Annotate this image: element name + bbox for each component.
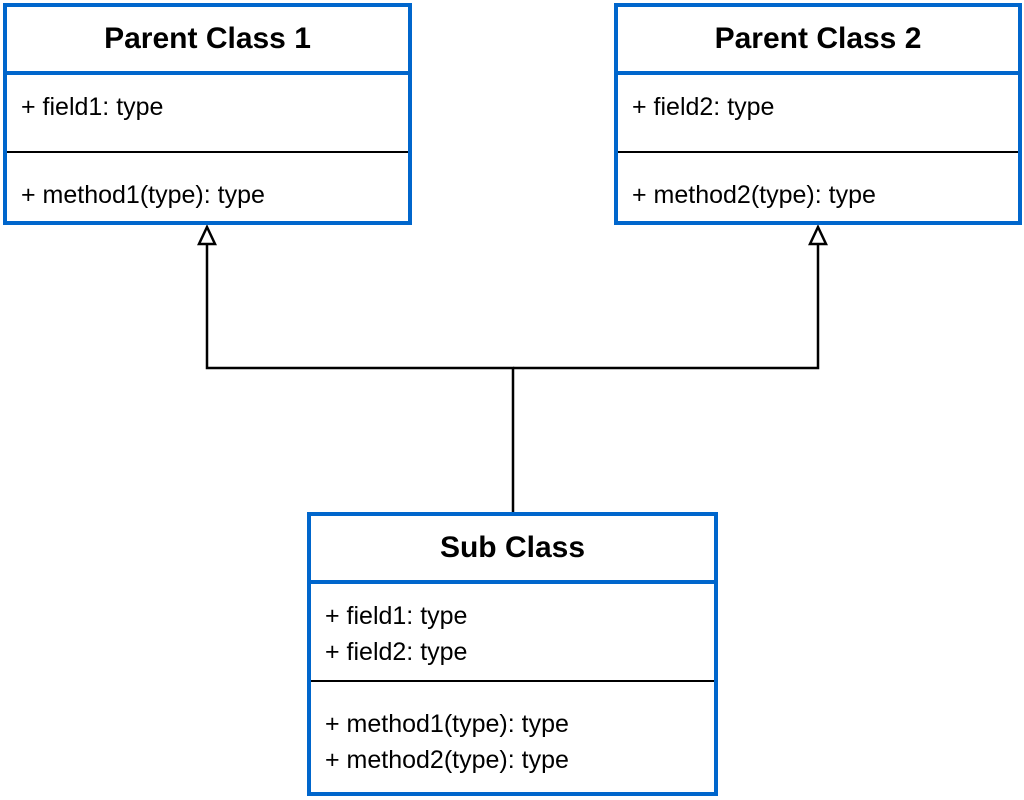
class-name: Sub Class bbox=[311, 516, 714, 584]
field-item: + field2: type bbox=[632, 93, 775, 121]
class-name: Parent Class 1 bbox=[7, 7, 408, 75]
method-item: + method2(type): type bbox=[325, 746, 569, 774]
field-item: + field2: type bbox=[325, 638, 468, 666]
generalization-edge-parent2 bbox=[513, 224, 828, 370]
fields-section: + field1: type + field2: type bbox=[311, 584, 714, 682]
method-item: + method2(type): type bbox=[632, 181, 876, 209]
field-item: + field1: type bbox=[325, 602, 468, 630]
methods-section: + method1(type): type bbox=[7, 153, 408, 213]
hollow-triangle-arrowhead-icon bbox=[197, 224, 217, 246]
class-box-parent-class-2[interactable]: Parent Class 2 + field2: type + method2(… bbox=[614, 3, 1022, 225]
fields-section: + field2: type bbox=[618, 75, 1018, 153]
method-item: + method1(type): type bbox=[21, 181, 265, 209]
method-item: + method1(type): type bbox=[325, 710, 569, 738]
fields-section: + field1: type bbox=[7, 75, 408, 153]
class-box-sub-class[interactable]: Sub Class + field1: type + field2: type … bbox=[307, 512, 718, 796]
class-name: Parent Class 2 bbox=[618, 7, 1018, 75]
methods-section: + method2(type): type bbox=[618, 153, 1018, 213]
methods-section: + method1(type): type + method2(type): t… bbox=[311, 682, 714, 778]
field-item: + field1: type bbox=[21, 93, 164, 121]
hollow-triangle-arrowhead-icon bbox=[808, 224, 828, 246]
generalization-edge-parent1 bbox=[197, 224, 515, 512]
class-box-parent-class-1[interactable]: Parent Class 1 + field1: type + method1(… bbox=[3, 3, 412, 225]
